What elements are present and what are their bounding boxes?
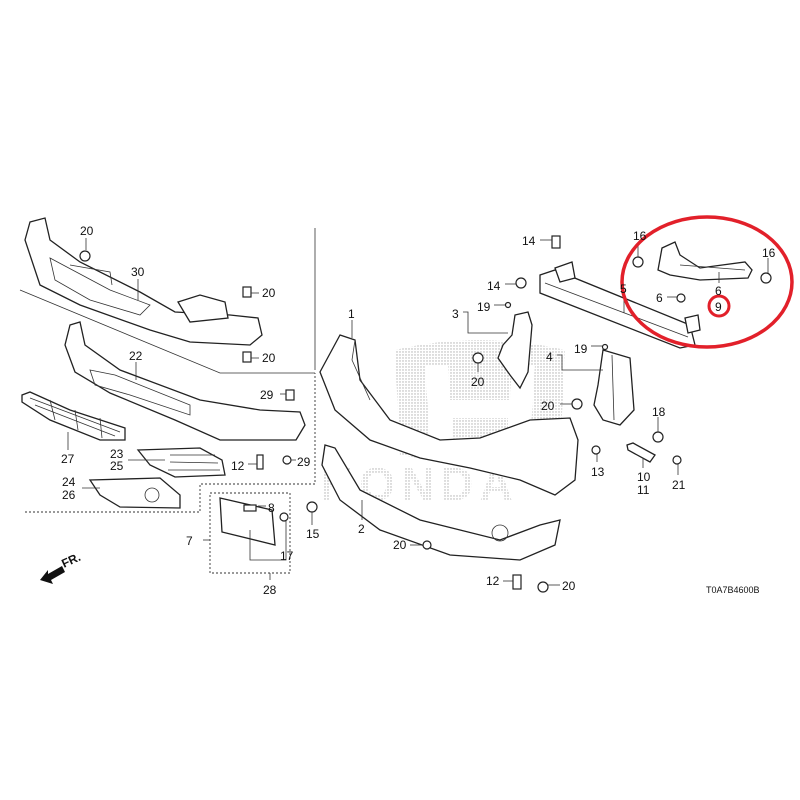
part-label[interactable]: 15 bbox=[306, 527, 320, 541]
part-label[interactable]: 7 bbox=[186, 534, 193, 548]
diagram-code: T0A7B4600B bbox=[706, 585, 760, 595]
part-label[interactable]: 5 bbox=[620, 282, 627, 296]
part-label[interactable]: 20 bbox=[80, 224, 94, 238]
part-label[interactable]: 19 bbox=[477, 300, 491, 314]
part-label[interactable]: 22 bbox=[129, 349, 143, 363]
part-label[interactable]: 12 bbox=[486, 574, 500, 588]
part-22-garnish[interactable] bbox=[64, 321, 306, 441]
part-label[interactable]: 20 bbox=[541, 399, 555, 413]
part-27-grille[interactable] bbox=[21, 391, 126, 441]
part-label[interactable]: 1 bbox=[348, 307, 355, 321]
part-label[interactable]: 13 bbox=[591, 465, 605, 479]
part-label[interactable]: 29 bbox=[297, 455, 311, 469]
part-labels: 20 30 20 20 22 29 27 23 25 12 29 24 26 8… bbox=[61, 224, 776, 597]
part-label[interactable]: 27 bbox=[61, 452, 75, 466]
part-24-26-fog-garnish[interactable] bbox=[88, 477, 181, 509]
highlighted-part-label[interactable]: 9 bbox=[715, 300, 722, 314]
part-10-11-bracket[interactable] bbox=[626, 442, 656, 463]
part-6-wire-harness[interactable] bbox=[657, 241, 753, 281]
part-label[interactable]: 20 bbox=[471, 375, 485, 389]
part-label[interactable]: 10 bbox=[637, 470, 651, 484]
part-label[interactable]: 12 bbox=[231, 459, 245, 473]
part-label[interactable]: 16 bbox=[633, 229, 647, 243]
part-label[interactable]: 6 bbox=[715, 284, 722, 298]
part-label[interactable]: 20 bbox=[262, 351, 276, 365]
fasteners bbox=[79, 235, 772, 593]
part-30-lower-cover[interactable] bbox=[24, 217, 263, 346]
section-divider bbox=[19, 228, 316, 513]
direction-label: FR. bbox=[59, 550, 82, 571]
part-label[interactable]: 14 bbox=[522, 234, 536, 248]
part-label[interactable]: 8 bbox=[268, 501, 275, 515]
part-label[interactable]: 29 bbox=[260, 388, 274, 402]
part-label[interactable]: 6 bbox=[656, 291, 663, 305]
part-label[interactable]: 17 bbox=[280, 549, 294, 563]
leader-lines bbox=[67, 238, 769, 586]
part-4-bracket[interactable] bbox=[593, 349, 635, 426]
part-label[interactable]: 20 bbox=[562, 579, 576, 593]
part-label[interactable]: 3 bbox=[452, 307, 459, 321]
part-label[interactable]: 19 bbox=[574, 342, 588, 356]
part-1-bumper-face[interactable] bbox=[319, 334, 579, 496]
part-label[interactable]: 25 bbox=[110, 459, 124, 473]
part-label[interactable]: 16 bbox=[762, 246, 776, 260]
part-label[interactable]: 23 bbox=[110, 447, 124, 461]
part-label[interactable]: 30 bbox=[131, 265, 145, 279]
part-label[interactable]: 26 bbox=[62, 488, 76, 502]
part-label[interactable]: 14 bbox=[487, 279, 501, 293]
part-label[interactable]: 11 bbox=[637, 483, 650, 497]
highlight-circle bbox=[620, 215, 794, 349]
part-label[interactable]: 21 bbox=[672, 478, 686, 492]
front-direction-arrow: FR. bbox=[40, 550, 83, 584]
part-5-beam[interactable] bbox=[539, 261, 701, 349]
part-2-lower-bumper[interactable] bbox=[321, 444, 561, 561]
part-23-25-side-grille[interactable] bbox=[136, 447, 226, 478]
part-label[interactable]: 20 bbox=[393, 538, 407, 552]
part-label[interactable]: 18 bbox=[652, 405, 666, 419]
part-label[interactable]: 24 bbox=[62, 475, 76, 489]
part-label[interactable]: 2 bbox=[358, 522, 365, 536]
part-label[interactable]: 4 bbox=[546, 350, 553, 364]
part-label[interactable]: 28 bbox=[263, 583, 277, 597]
part-label[interactable]: 20 bbox=[262, 286, 276, 300]
part-3-bracket[interactable] bbox=[497, 311, 533, 390]
